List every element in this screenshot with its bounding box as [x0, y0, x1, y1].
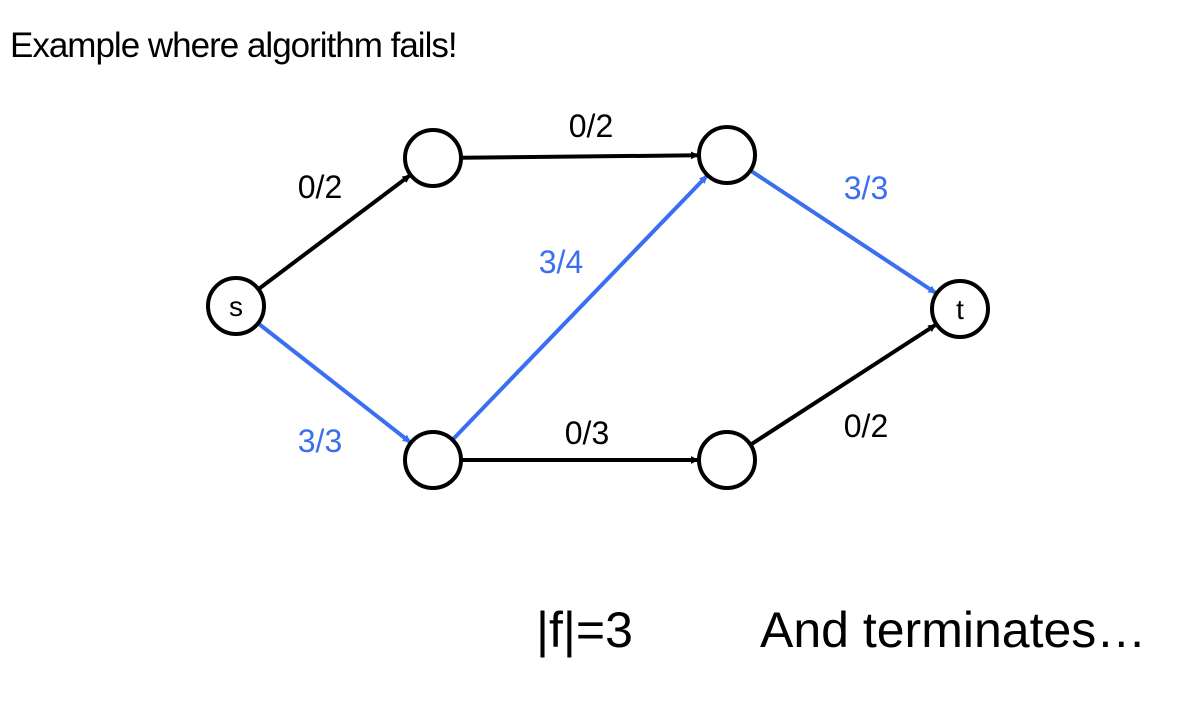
flow-value: |f|=3: [536, 602, 633, 658]
node-circle-b: [697, 125, 757, 185]
node-b: [697, 125, 757, 185]
node-circle-s: [206, 276, 266, 336]
node-circle-a: [403, 128, 463, 188]
slide-title: Example where algorithm fails!: [10, 26, 458, 65]
edge-a-b: [460, 151, 699, 160]
edge-s-a: [257, 173, 412, 291]
node-s: s: [206, 276, 266, 336]
edge-b-t: [749, 168, 937, 295]
node-label-s: s: [229, 291, 243, 322]
edge-label-s-c: 3/3: [298, 423, 342, 459]
edge-d-t: [749, 323, 937, 447]
termination-status: And terminates…: [760, 602, 1147, 658]
node-d: [697, 430, 757, 490]
edge-label-a-b: 0/2: [569, 108, 613, 144]
node-t: t: [930, 279, 990, 339]
edge-label-b-t: 3/3: [844, 170, 888, 206]
node-circle-c: [403, 430, 463, 490]
node-c: [403, 430, 463, 490]
node-circle-d: [697, 430, 757, 490]
edge-label-s-a: 0/2: [298, 169, 342, 205]
edge-c-b: [450, 174, 709, 442]
edges-layer: [256, 151, 937, 464]
edge-s-c: [256, 321, 412, 444]
node-a: [403, 128, 463, 188]
node-circle-t: [930, 279, 990, 339]
edge-label-d-t: 0/2: [844, 408, 888, 444]
node-label-t: t: [956, 294, 964, 325]
edge-label-c-b: 3/4: [539, 244, 583, 280]
edge-labels-layer: 0/2 0/2 3/3 3/4 3/3 0/3 0/2: [298, 108, 888, 459]
edge-label-c-d: 0/3: [565, 415, 609, 451]
